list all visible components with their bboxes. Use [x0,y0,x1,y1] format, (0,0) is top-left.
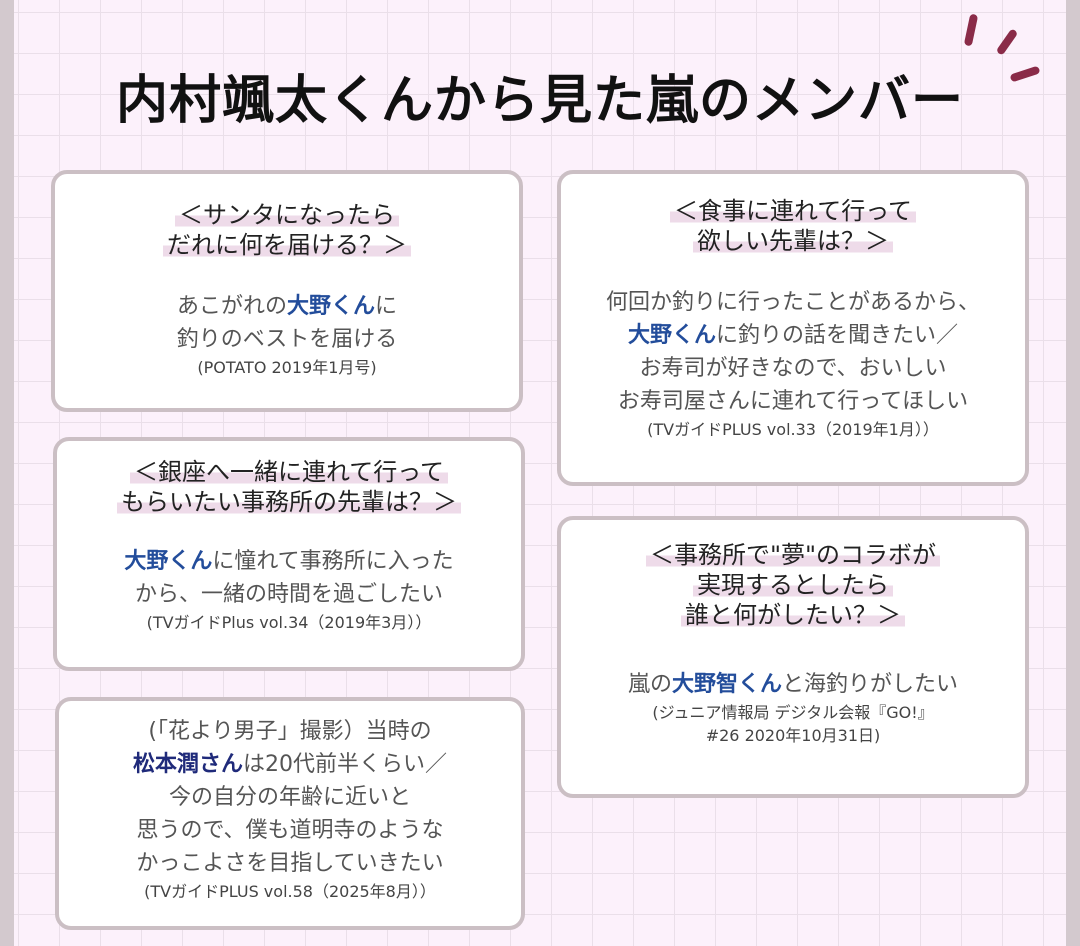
card-answer: かっこよさを目指していきたい [136,851,444,876]
card-question: 欲しい先輩は？＞ [693,226,893,256]
card-answer: 釣りのベストを届ける [176,327,398,352]
member-name: 大野くん [627,323,716,348]
card-source: (TVガイドPlus vol.34（2019年3月）） [146,613,432,632]
accent-mark [995,28,1019,56]
card-answer: 大野くんに憧れて事務所に入った [124,549,454,574]
card-source: (POTATO 2019年1月号) [197,358,377,377]
card-answer: 今の自分の年齢に近いと [168,785,411,810]
card-question: ＜サンタになったら [175,200,399,230]
card-dinner: ＜食事に連れて行って 欲しい先輩は？＞ 何回か釣りに行ったことがあるから、 大野… [557,170,1029,486]
card-collab: ＜事務所で"夢"のコラボが 実現するとしたら 誰と何がしたい？＞ 嵐の大野智くん… [557,516,1029,798]
card-question: ＜食事に連れて行って [669,196,917,226]
card-question: だれに何を届ける？＞ [163,230,411,260]
card-source: (TVガイドPLUS vol.58（2025年8月）） [144,882,436,901]
card-answer: あこがれの大野くんに [176,294,398,319]
card-source: #26 2020年10月31日) [705,726,881,745]
card-santa: ＜サンタになったら だれに何を届ける？＞ あこがれの大野くんに 釣りのベストを届… [51,170,523,412]
accent-mark [963,13,979,47]
card-answer: 思うので、僕も道明寺のような [136,818,444,843]
card-question: 実現するとしたら [693,570,893,600]
card-question: 誰と何がしたい？＞ [681,600,905,630]
card-answer: から、一緒の時間を過ごしたい [134,582,443,607]
card-answer: お寿司屋さんに連れて行ってほしい [617,389,969,414]
member-name: 大野くん [286,294,375,319]
card-answer: お寿司が好きなので、おいしい [639,356,947,381]
member-name: 松本潤さん [132,752,243,777]
card-question: もらいたい事務所の先輩は？＞ [117,487,461,517]
card-hanadan: (「花より男子」撮影）当時の 松本潤さんは20代前半くらい／ 今の自分の年齢に近… [55,697,525,930]
card-ginza: ＜銀座へ一緒に連れて行って もらいたい事務所の先輩は？＞ 大野くんに憧れて事務所… [53,437,525,671]
card-answer: 松本潤さんは20代前半くらい／ [132,752,447,777]
card-answer: (「花より男子」撮影）当時の [148,719,432,744]
member-name: 大野くん [124,549,213,574]
member-name: 大野智くん [671,672,782,697]
left-border [0,0,14,946]
card-source: (TVガイドPLUS vol.33（2019年1月）） [647,420,939,439]
card-answer: 大野くんに釣りの話を聞きたい／ [627,323,959,348]
card-question: ＜銀座へ一緒に連れて行って [129,457,449,487]
card-source: (ジュニア情報局 デジタル会報『GO!』 [652,703,934,722]
card-answer: 嵐の大野智くんと海釣りがしたい [627,672,959,697]
card-answer: 何回か釣りに行ったことがあるから、 [605,290,980,315]
card-question: ＜事務所で"夢"のコラボが [645,540,941,570]
right-border [1066,0,1080,946]
page-title: 内村颯太くんから見た嵐のメンバー [115,70,964,131]
